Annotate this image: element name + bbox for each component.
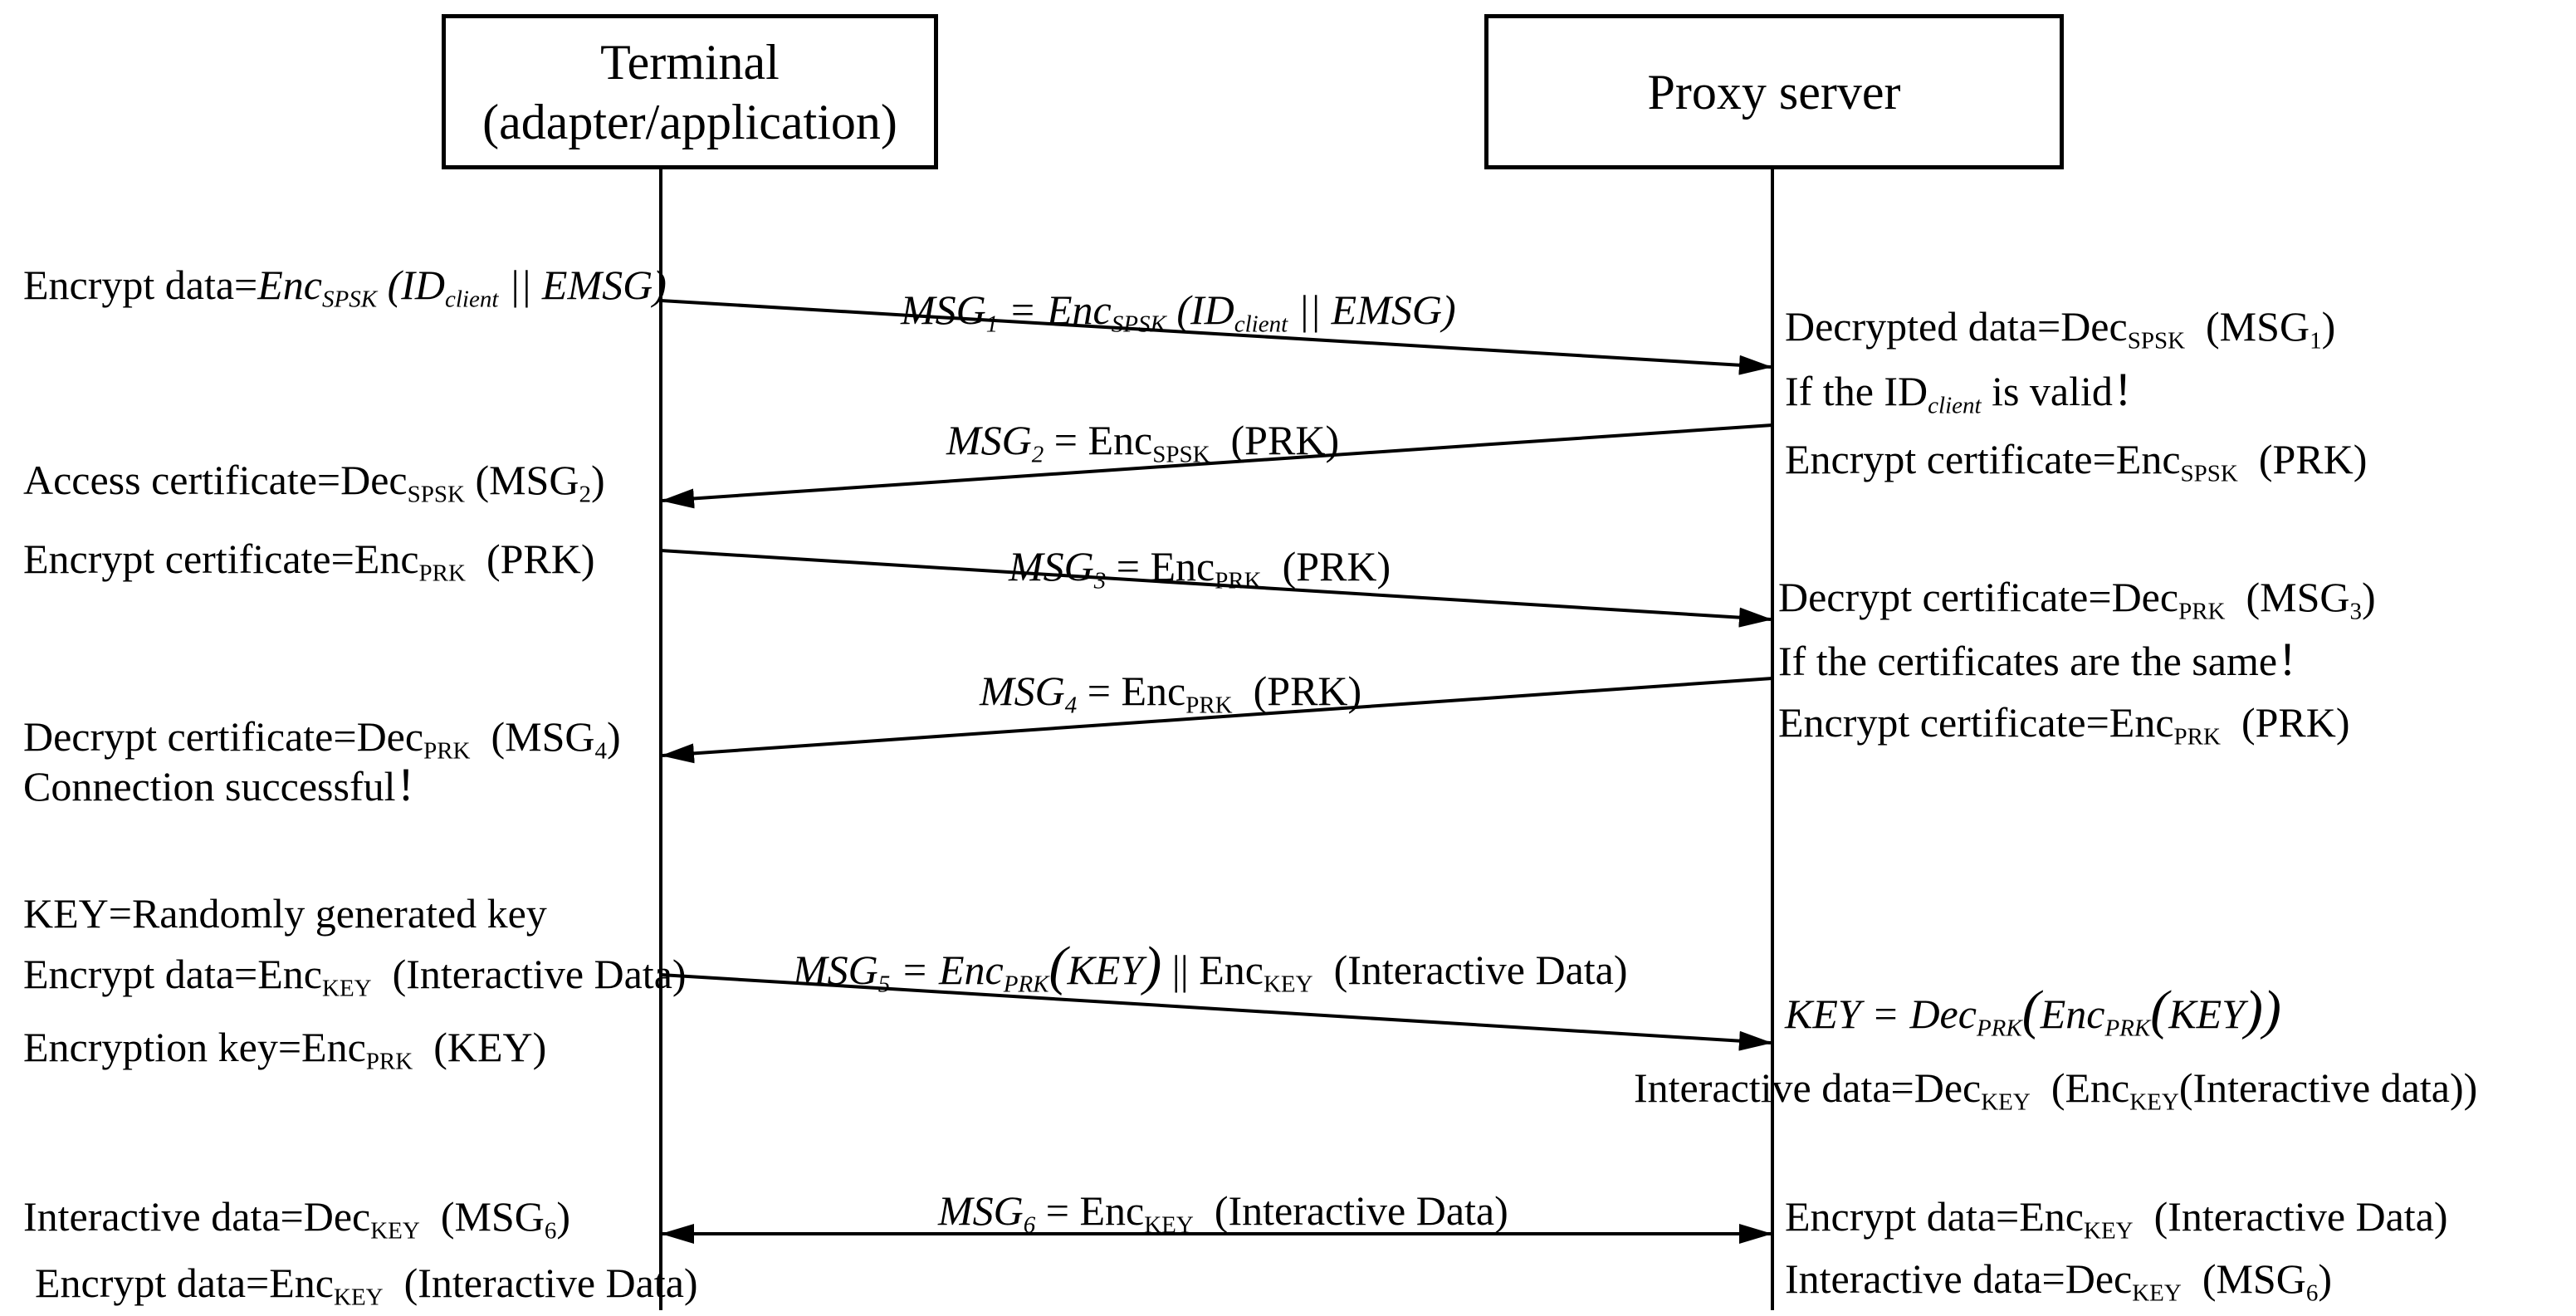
terminal-encrypt-data-note: Encrypt data=EncSPSK (IDclient || EMSG) (23, 262, 667, 313)
proxy-decrypt-certificate-note: Decrypt certificate=DecPRK (MSG3) (1778, 574, 2376, 625)
msg1-arrow (660, 299, 1772, 375)
proxy-decrypted-data-note: Decrypted data=DecSPSK (MSG1) (1785, 303, 2336, 355)
terminal-interactive-data-note: Interactive data=DecKEY (MSG6) (23, 1193, 571, 1245)
msg2-label: MSG2 = EncSPSK (PRK) (946, 417, 1340, 468)
proxy-certificates-same-note: If the certificates are the same！ (1778, 638, 2319, 684)
terminal-actor-title: Terminal (600, 34, 780, 90)
proxy-actor-title: Proxy server (1647, 64, 1901, 120)
terminal-connection-successful-note: Connection successful！ (23, 763, 437, 810)
msg4-label: MSG4 = EncPRK (PRK) (980, 668, 1362, 719)
proxy-interactive-data-note: Interactive data=DecKEY (EncKEY(Interact… (1634, 1064, 2478, 1116)
msg6-label: MSG6 = EncKEY (Interactive Data) (938, 1187, 1508, 1239)
proxy-interactive-data-final-note: Interactive data=DecKEY (MSG6) (1785, 1255, 2333, 1307)
msg5-label: MSG5 = EncPRK(KEY) || EncKEY (Interactiv… (793, 936, 1628, 998)
terminal-encryption-key-note: Encryption key=EncPRK (KEY) (23, 1024, 547, 1075)
msg5-arrow (660, 973, 1772, 1051)
terminal-key-generation-note: KEY=Randomly generated key (23, 890, 547, 937)
terminal-actor-subtitle: (adapter/application) (482, 94, 897, 149)
proxy-key-derivation-note: KEY = DecPRK(EncPRK(KEY)) (1785, 980, 2281, 1042)
terminal-access-certificate-note: Access certificate=DecSPSK (MSG2) (23, 457, 605, 508)
terminal-encrypt-interactive-data-note: Encrypt data=EncKEY (Interactive Data) (23, 951, 687, 1002)
terminal-encrypt-certificate-note: Encrypt certificate=EncPRK (PRK) (23, 536, 595, 587)
msg3-label: MSG3 = EncPRK (PRK) (1009, 543, 1391, 594)
terminal-encrypt-data-final-note: Encrypt data=EncKEY (Interactive Data) (35, 1260, 698, 1311)
proxy-encrypt-certificate-2-note: Encrypt certificate=EncPRK (PRK) (1778, 699, 2350, 751)
proxy-encrypt-certificate-note: Encrypt certificate=EncSPSK (PRK) (1785, 436, 2368, 487)
msg4-arrow (661, 677, 1773, 764)
msg1-label: MSG1 = EncSPSK (IDclient || EMSG) (901, 286, 1456, 338)
terminal-decrypt-certificate-note: Decrypt certificate=DecPRK (MSG4) (23, 713, 621, 765)
proxy-actor-box: Proxy server (1484, 14, 2064, 169)
proxy-encrypt-data-note: Encrypt data=EncKEY (Interactive Data) (1785, 1193, 2448, 1245)
msg3-arrow (660, 549, 1772, 628)
proxy-id-valid-note: If the IDclient is valid！ (1785, 368, 2154, 419)
terminal-actor-box: Terminal (adapter/application) (442, 14, 938, 169)
msg2-arrow (661, 423, 1773, 509)
